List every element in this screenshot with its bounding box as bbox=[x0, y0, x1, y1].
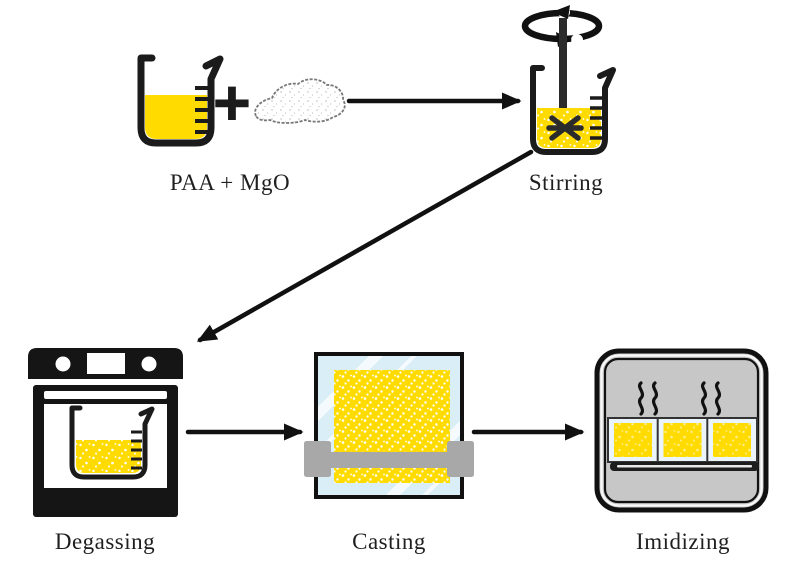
oven-knob-left bbox=[55, 356, 71, 372]
sample-tray-highlight bbox=[617, 465, 752, 468]
label-imidizing: Imidizing bbox=[636, 529, 730, 554]
powder-texture bbox=[255, 79, 345, 123]
oven-display bbox=[87, 353, 125, 374]
stirrer-shaft bbox=[559, 18, 567, 130]
rotation-arrowhead-top bbox=[552, 5, 570, 19]
sample-film-speckles bbox=[614, 423, 751, 457]
oven-beaker-icon bbox=[69, 405, 155, 480]
casting-step bbox=[304, 352, 474, 499]
paa-beaker-icon bbox=[137, 54, 224, 147]
oven-handle bbox=[44, 391, 167, 399]
oven-beaker-speckles bbox=[76, 440, 141, 473]
label-casting: Casting bbox=[352, 529, 426, 554]
oven-beaker-graduations bbox=[131, 430, 142, 470]
label-mixture: PAA + MgO bbox=[170, 170, 290, 195]
label-degassing: Degassing bbox=[55, 529, 155, 554]
degassing-step bbox=[28, 348, 183, 517]
imidizing-step bbox=[594, 348, 769, 513]
oven-beaker-outline bbox=[69, 405, 155, 480]
paa-liquid bbox=[145, 95, 207, 139]
mgo-powder-pile-icon bbox=[254, 78, 346, 124]
glass-plate-icon bbox=[314, 352, 464, 499]
paa-beaker-graduations bbox=[195, 86, 208, 134]
sample-films bbox=[614, 423, 751, 457]
applicator-bar bbox=[304, 452, 474, 468]
rotation-gap-front bbox=[571, 34, 583, 46]
stirring-step bbox=[521, 5, 616, 155]
glass-plate-border bbox=[314, 352, 464, 499]
stirring-beaker-graduations bbox=[590, 96, 602, 140]
vacuum-oven-icon bbox=[28, 348, 183, 517]
arrow-stirring-to-degassing bbox=[196, 149, 534, 343]
film-applicator-icon bbox=[304, 441, 474, 477]
plus-operator: + bbox=[211, 73, 253, 131]
heat-waves-icon bbox=[637, 381, 722, 416]
mixture-step: + bbox=[137, 54, 346, 147]
stirring-beaker-outline bbox=[530, 65, 616, 155]
label-stirring: Stirring bbox=[529, 170, 603, 195]
furnace-icon bbox=[594, 348, 769, 513]
oven-knob-right bbox=[141, 356, 157, 372]
furnace-shell-gap bbox=[600, 354, 763, 507]
stirring-beaker-icon bbox=[530, 65, 616, 155]
paa-beaker-outline bbox=[137, 54, 224, 147]
sample-boats-icon bbox=[607, 417, 759, 471]
impeller-icon bbox=[546, 115, 584, 141]
